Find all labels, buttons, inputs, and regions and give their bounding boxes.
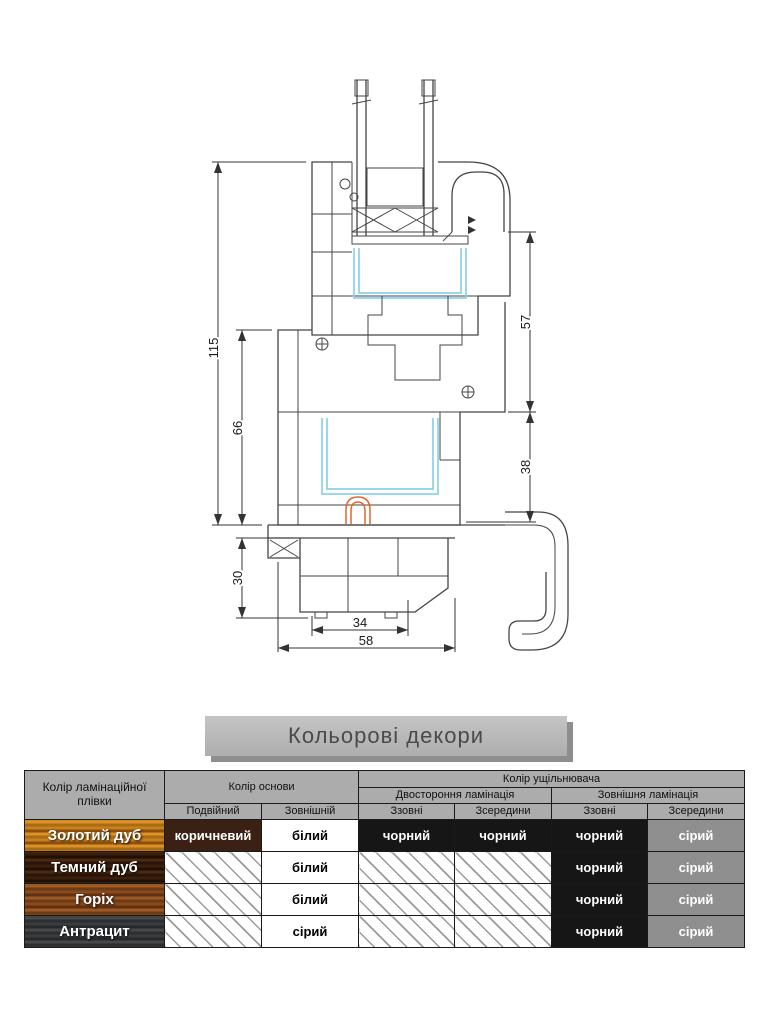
cell-seal-ts-out (358, 915, 455, 948)
header-film-color: Колір ламінаційної плівки (24, 770, 165, 820)
film-name: Горіх (24, 883, 165, 916)
cell-base-double: коричневий (164, 819, 262, 852)
dim-115: 115 (206, 338, 221, 359)
header-ex-inside: Зсередини (646, 803, 746, 820)
glazing-bead (451, 171, 505, 232)
cell-seal-ex-in: сірий (646, 915, 746, 948)
header-ex-outside: Ззовні (551, 803, 648, 820)
cell-seal-ex-in: сірий (646, 819, 746, 852)
decor-table-wrap: Колір ламінаційної плівки Колір основи К… (24, 770, 746, 948)
cell-base-double (164, 883, 262, 916)
spacer-cross (351, 207, 439, 233)
cell-base-outer: сірий (261, 915, 359, 948)
header-outer: Зовнішній (261, 803, 359, 820)
cell-seal-ex-out: чорний (551, 819, 648, 852)
header-ts-outside: Ззовні (358, 803, 455, 820)
frame-fittings (315, 337, 475, 399)
cell-base-double (164, 915, 262, 948)
cell-seal-ts-out (358, 883, 455, 916)
header-seal-color: Колір ущільнювача (357, 770, 746, 788)
cell-seal-ex-in: сірий (646, 851, 746, 884)
glazing-bridge (351, 235, 469, 245)
dim-38: 38 (518, 460, 533, 474)
header-double: Подвійний (164, 803, 262, 820)
profile-cross-section-drawing: 115 66 30 57 38 34 58 (204, 79, 569, 652)
cell-base-double (164, 851, 262, 884)
film-name: Темний дуб (24, 851, 165, 884)
dim-57: 57 (518, 315, 533, 329)
glass-gasket (353, 248, 467, 299)
header-ts-inside: Зсередини (454, 803, 552, 820)
header-two-sided-lamination: Двостороння ламінація (358, 787, 552, 804)
cell-seal-ts-in (454, 883, 552, 916)
table-row: Темний дуб білий чорний сірий (24, 851, 746, 884)
sash-fittings (339, 178, 476, 234)
cell-seal-ts-out (358, 851, 455, 884)
seal-arch (345, 496, 371, 524)
cell-seal-ex-out: чорний (551, 915, 648, 948)
table-row: Золотий дуб коричневий білий чорний чорн… (24, 819, 746, 852)
film-name: Антрацит (24, 915, 165, 948)
table-row: Антрацит сірий чорний сірий (24, 915, 746, 948)
section-title: Кольорові декори (288, 723, 484, 748)
header-base-color: Колір основи (164, 770, 359, 804)
glass-unit (351, 79, 469, 245)
cell-seal-ts-in (454, 915, 552, 948)
sash-profile (311, 161, 511, 381)
section-title-banner: Кольорові декори (205, 716, 567, 756)
dim-58: 58 (359, 633, 373, 648)
interlock (367, 296, 463, 381)
dim-66: 66 (230, 421, 245, 435)
header-external-lamination: Зовнішня ламінація (550, 787, 746, 804)
sealant-block (366, 167, 424, 207)
dim-30: 30 (230, 571, 245, 585)
cell-seal-ex-out: чорний (551, 883, 648, 916)
frame-gasket (321, 418, 439, 495)
cell-base-outer: білий (261, 819, 359, 852)
cell-seal-ts-out: чорний (358, 819, 455, 852)
cell-seal-ts-in: чорний (454, 819, 552, 852)
cell-base-outer: білий (261, 883, 359, 916)
cell-seal-ex-out: чорний (551, 851, 648, 884)
end-cap-hook (505, 511, 569, 651)
decor-table: Колір ламінаційної плівки Колір основи К… (24, 770, 746, 948)
dim-34: 34 (353, 615, 367, 630)
table-row: Горіх білий чорний сірий (24, 883, 746, 916)
cell-seal-ts-in (454, 851, 552, 884)
film-name: Золотий дуб (24, 819, 165, 852)
cell-seal-ex-in: сірий (646, 883, 746, 916)
dimensions: 115 66 30 57 38 34 58 (204, 161, 536, 652)
sill-profile (267, 511, 569, 651)
cell-base-outer: білий (261, 851, 359, 884)
